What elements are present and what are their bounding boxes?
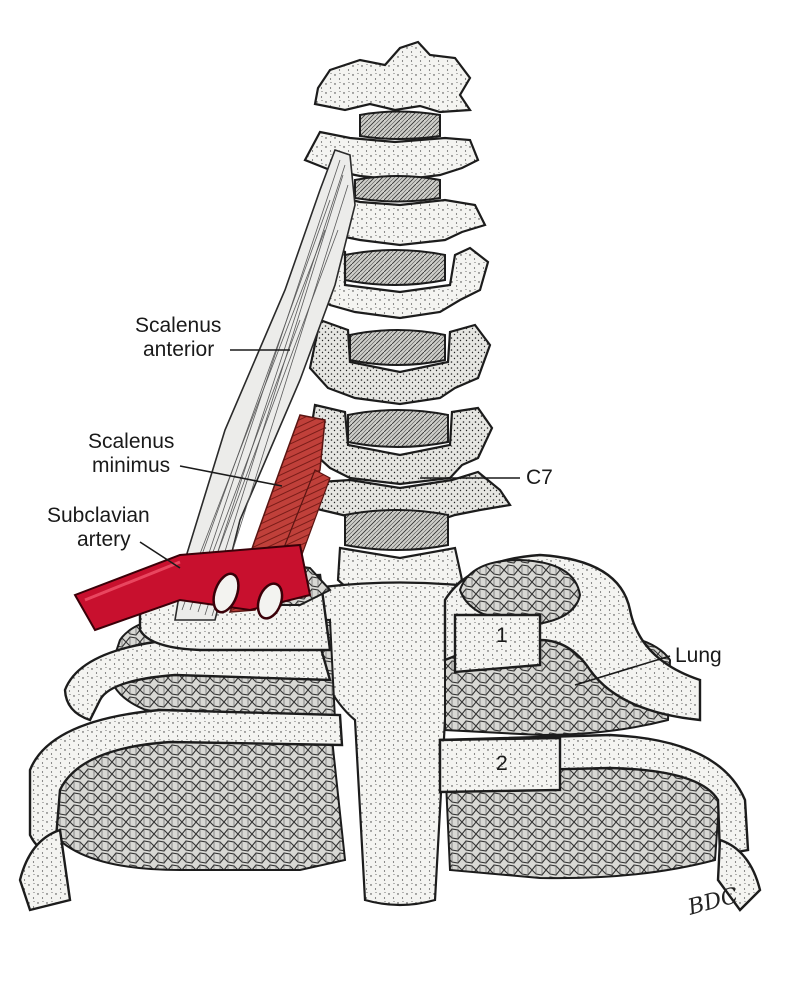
svg-text:Scalenus: Scalenus <box>135 314 221 337</box>
label-c7: C7 <box>420 466 553 489</box>
svg-text:anterior: anterior <box>143 338 214 361</box>
svg-text:Lung: Lung <box>675 644 722 667</box>
cervical-spine <box>297 40 512 608</box>
label-scalenus-anterior: Scalenus anterior <box>135 314 290 361</box>
scalenus-anterior-muscle <box>174 148 356 621</box>
label-scalenus-minimus: Scalenus minimus <box>88 430 283 487</box>
label-subclavian-artery: Subclavian artery <box>47 504 181 569</box>
label-lung: Lung <box>574 644 722 686</box>
subclavian-artery <box>73 543 312 632</box>
svg-text:minimus: minimus <box>92 454 170 477</box>
rib-number-2: 2 <box>496 752 508 775</box>
rib-cage <box>18 553 762 912</box>
svg-text:Subclavian: Subclavian <box>47 504 150 527</box>
svg-text:Scalenus: Scalenus <box>88 430 174 453</box>
rib-number-1: 1 <box>496 624 508 647</box>
artist-signature: BDC <box>684 883 741 921</box>
svg-text:C7: C7 <box>526 466 553 489</box>
svg-text:artery: artery <box>77 528 131 551</box>
